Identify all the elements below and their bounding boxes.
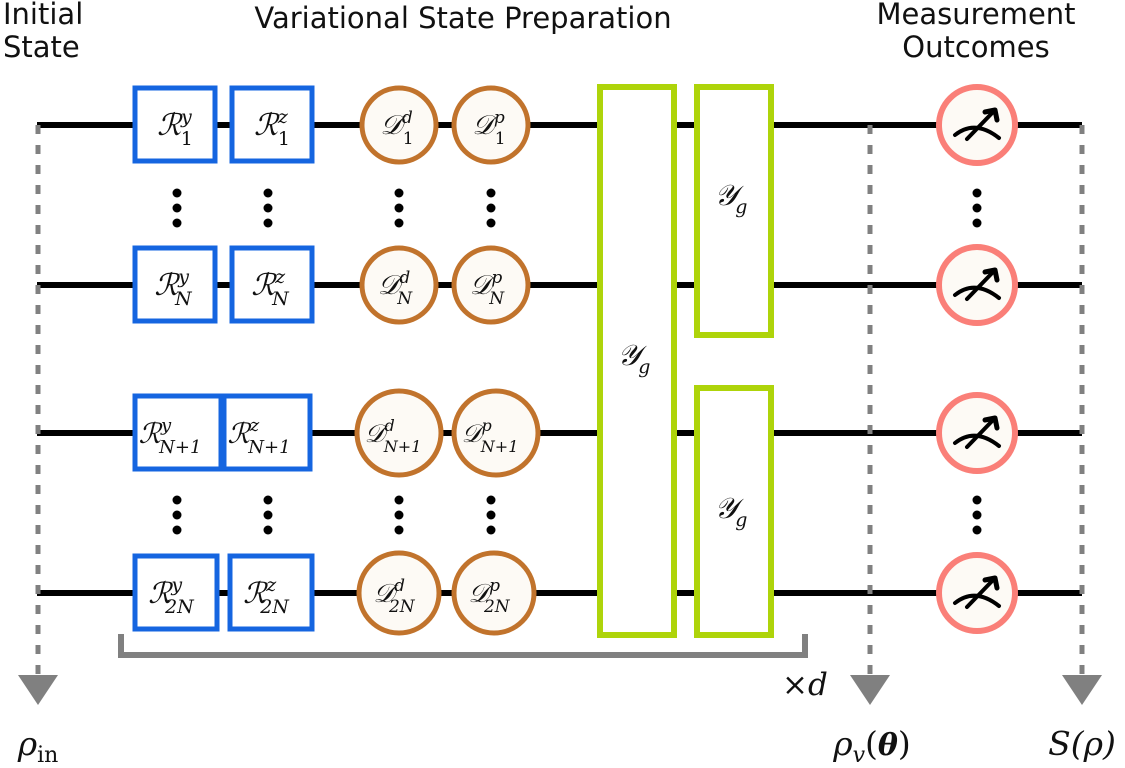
measure-2N[interactable] bbox=[936, 552, 1018, 634]
heading-measurement-outcomes: Measurement Outcomes bbox=[876, 0, 1075, 64]
gate-ry-2N-box[interactable] bbox=[132, 553, 220, 632]
meter-icon bbox=[953, 415, 1001, 449]
measure-2N-circle[interactable] bbox=[936, 552, 1018, 634]
entangler-top[interactable]: 𝒴g bbox=[694, 84, 774, 338]
gate-rz-2N-box[interactable] bbox=[227, 553, 315, 632]
vertical-dots-col-ry-top bbox=[172, 188, 182, 228]
heading-initial-state-line2: State bbox=[3, 30, 80, 64]
label-rho-in: ρin bbox=[17, 724, 59, 768]
label-rho-v-theta: ρv(θ) bbox=[832, 724, 911, 768]
measure-1-circle[interactable] bbox=[936, 84, 1018, 166]
gate-dp-1-circle[interactable] bbox=[451, 85, 531, 165]
gate-dd-2N-circle[interactable] bbox=[356, 550, 442, 636]
gate-rz-1-box[interactable] bbox=[229, 85, 315, 164]
repeat-label: ×d bbox=[782, 667, 828, 703]
entangler-global[interactable]: 𝒴g bbox=[597, 84, 677, 638]
heading-initial-state: Initial State bbox=[3, 0, 83, 64]
meter-icon bbox=[953, 107, 1001, 141]
gate-ry-N1-box[interactable] bbox=[132, 393, 224, 472]
gate-dd-N1-circle[interactable] bbox=[354, 388, 444, 478]
measure-1[interactable] bbox=[936, 84, 1018, 166]
gate-dp-N-circle[interactable] bbox=[451, 245, 531, 325]
vertical-dots-group bbox=[172, 188, 982, 535]
heading-measurement-line1: Measurement bbox=[876, 0, 1075, 31]
heading-measurement-line2: Outcomes bbox=[902, 30, 1049, 64]
meter-icon bbox=[953, 575, 1001, 609]
vertical-dots-col-measure-top bbox=[972, 188, 982, 228]
entangler-global-box[interactable] bbox=[597, 84, 677, 638]
label-entropy: S(ρ) bbox=[1048, 724, 1116, 763]
repeat-bracket-path bbox=[118, 634, 808, 658]
gate-dp-2N-circle[interactable] bbox=[451, 550, 537, 636]
measure-N1[interactable] bbox=[936, 392, 1018, 474]
measure-N[interactable] bbox=[936, 244, 1018, 326]
gate-dp-N1-circle[interactable] bbox=[451, 388, 541, 478]
gate-ry-1-box[interactable] bbox=[132, 85, 218, 164]
vertical-dots-col-rz-bottom bbox=[263, 495, 273, 535]
wire-group bbox=[37, 122, 1082, 596]
gate-dd-N-circle[interactable] bbox=[359, 245, 439, 325]
entangler-top-box[interactable] bbox=[694, 84, 774, 338]
vertical-dots-col-ry-bottom bbox=[172, 495, 182, 535]
vertical-dots-col-measure-bottom bbox=[972, 495, 982, 535]
vertical-dots-col-dp-top bbox=[486, 188, 496, 228]
entangler-bottom[interactable]: 𝒴g bbox=[694, 385, 774, 638]
vertical-dots-col-dp-bottom bbox=[486, 495, 496, 535]
gate-rz-N1-box[interactable] bbox=[221, 393, 313, 472]
measure-N-circle[interactable] bbox=[936, 244, 1018, 326]
heading-initial-state-line1: Initial bbox=[3, 0, 83, 31]
vertical-dots-col-rz-top bbox=[263, 188, 273, 228]
repeat-bracket: ×d bbox=[118, 634, 828, 703]
measure-N1-circle[interactable] bbox=[936, 392, 1018, 474]
gate-ry-N-box[interactable] bbox=[132, 245, 218, 324]
dashed-guide-group bbox=[18, 125, 1102, 705]
vertical-dots-col-dd-top bbox=[394, 188, 404, 228]
gate-dd-1-circle[interactable] bbox=[359, 85, 439, 165]
entangler-bottom-box[interactable] bbox=[694, 385, 774, 638]
heading-variational-state-preparation: Variational State Preparation bbox=[254, 1, 671, 35]
meter-icon bbox=[953, 267, 1001, 301]
vertical-dots-col-dd-bottom bbox=[394, 495, 404, 535]
gate-rz-N-box[interactable] bbox=[229, 245, 315, 324]
